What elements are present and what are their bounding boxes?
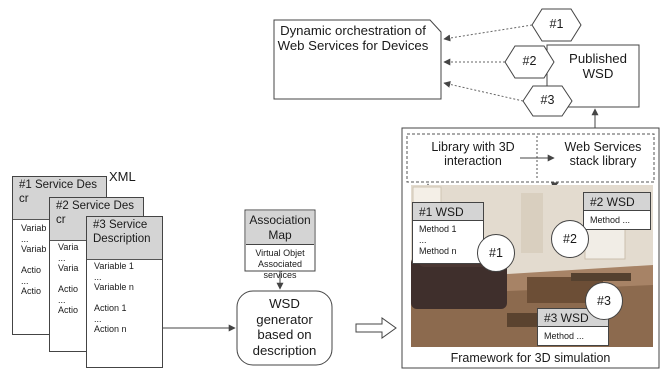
association-line-1: Virtual Objet bbox=[255, 248, 305, 258]
service-card-2-line-7: Actio bbox=[58, 305, 79, 315]
service-card-3-line-2: ... bbox=[94, 271, 102, 282]
service-card-1-line-3: Variab bbox=[21, 244, 47, 254]
hexagon-2-label: #2 bbox=[522, 54, 537, 68]
orchestration-label: Dynamic orchestration of Web Services fo… bbox=[277, 23, 429, 53]
service-card-1-line-6: ... bbox=[21, 275, 29, 286]
xml-label: XML bbox=[109, 169, 136, 184]
dotted-arrow-1 bbox=[443, 24, 533, 42]
published-label: Published WSD bbox=[569, 51, 627, 81]
service-card-2-line-1: Varia bbox=[58, 242, 79, 252]
service-card-2-line-3: Varia bbox=[58, 263, 79, 273]
orchestration-box bbox=[273, 19, 442, 100]
service-card-3-body: Variable 1 ... Variable n Action 1 ... A… bbox=[94, 261, 134, 335]
service-card-1-line-7: Actio bbox=[21, 286, 42, 296]
circle-marker-1: #1 bbox=[477, 234, 515, 272]
hexagon-3-label: #3 bbox=[540, 93, 555, 107]
circle-marker-3: #3 bbox=[585, 282, 623, 320]
wsd-card-1-body: Method 1 ... Method n bbox=[419, 224, 457, 257]
ws-stack-label: Web Services stack library bbox=[564, 140, 642, 168]
service-card-2-line-6: ... bbox=[58, 294, 66, 305]
generator-box bbox=[236, 290, 333, 366]
service-card-2-body: Varia ... Varia Actio ... Actio bbox=[58, 242, 78, 316]
hexagon-1 bbox=[531, 8, 582, 42]
hollow-arrow bbox=[355, 317, 397, 339]
generator-label: WSD generator based on description bbox=[252, 296, 317, 358]
wsd-card-1: #1 WSD Method 1 ... Method n bbox=[412, 202, 484, 264]
service-card-3-title: #3 Service Description bbox=[87, 217, 162, 260]
wsd-card-3-line-1: Method ... bbox=[544, 331, 585, 341]
wsd-card-2-line-1: Method ... bbox=[590, 215, 631, 225]
service-card-3-line-1: Variable 1 bbox=[94, 261, 134, 271]
wsd-card-1-line-1: Method 1 bbox=[419, 224, 457, 234]
framework-label: Framework for 3D simulation bbox=[450, 351, 611, 365]
association-line-3: services bbox=[263, 270, 297, 280]
wsd-card-1-line-2: ... bbox=[419, 235, 427, 245]
dotted-arrow-3 bbox=[443, 80, 524, 102]
wsd-card-1-line-3: Method n bbox=[419, 246, 457, 256]
association-title: Association Map bbox=[246, 211, 314, 245]
service-card-3-line-5: Action 1 bbox=[94, 303, 127, 313]
hexagon-1-label: #1 bbox=[549, 17, 564, 31]
service-card-1-line-1: Variab bbox=[21, 223, 47, 233]
circle-marker-2: #2 bbox=[551, 220, 589, 258]
library-3d-label: Library with 3D interaction bbox=[431, 140, 515, 168]
service-card-1-body: Variab ... Variab Actio ... Actio bbox=[21, 223, 46, 297]
service-card-3: #3 Service Description Variable 1 ... Va… bbox=[86, 216, 163, 368]
association-line-2: Associated bbox=[257, 259, 303, 269]
service-card-3-line-3: Variable n bbox=[94, 282, 134, 292]
service-card-1-line-5: Actio bbox=[21, 265, 42, 275]
library-dashed-frame bbox=[406, 133, 655, 183]
hexagon-3 bbox=[522, 85, 573, 117]
service-card-1-line-2: ... bbox=[21, 233, 29, 244]
wsd-card-2-title: #2 WSD bbox=[584, 193, 650, 211]
wsd-card-2: #2 WSD Method ... bbox=[583, 192, 651, 230]
framework-box bbox=[401, 127, 660, 369]
hexagon-2 bbox=[504, 45, 555, 79]
service-card-3-line-6: ... bbox=[94, 313, 102, 324]
service-card-2-line-5: Actio bbox=[58, 284, 79, 294]
service-card-3-line-7: Action n bbox=[94, 324, 127, 334]
wsd-card-1-title: #1 WSD bbox=[413, 203, 483, 221]
association-body: Virtual Objet Associated services bbox=[246, 248, 314, 281]
service-card-2-line-2: ... bbox=[58, 252, 66, 263]
